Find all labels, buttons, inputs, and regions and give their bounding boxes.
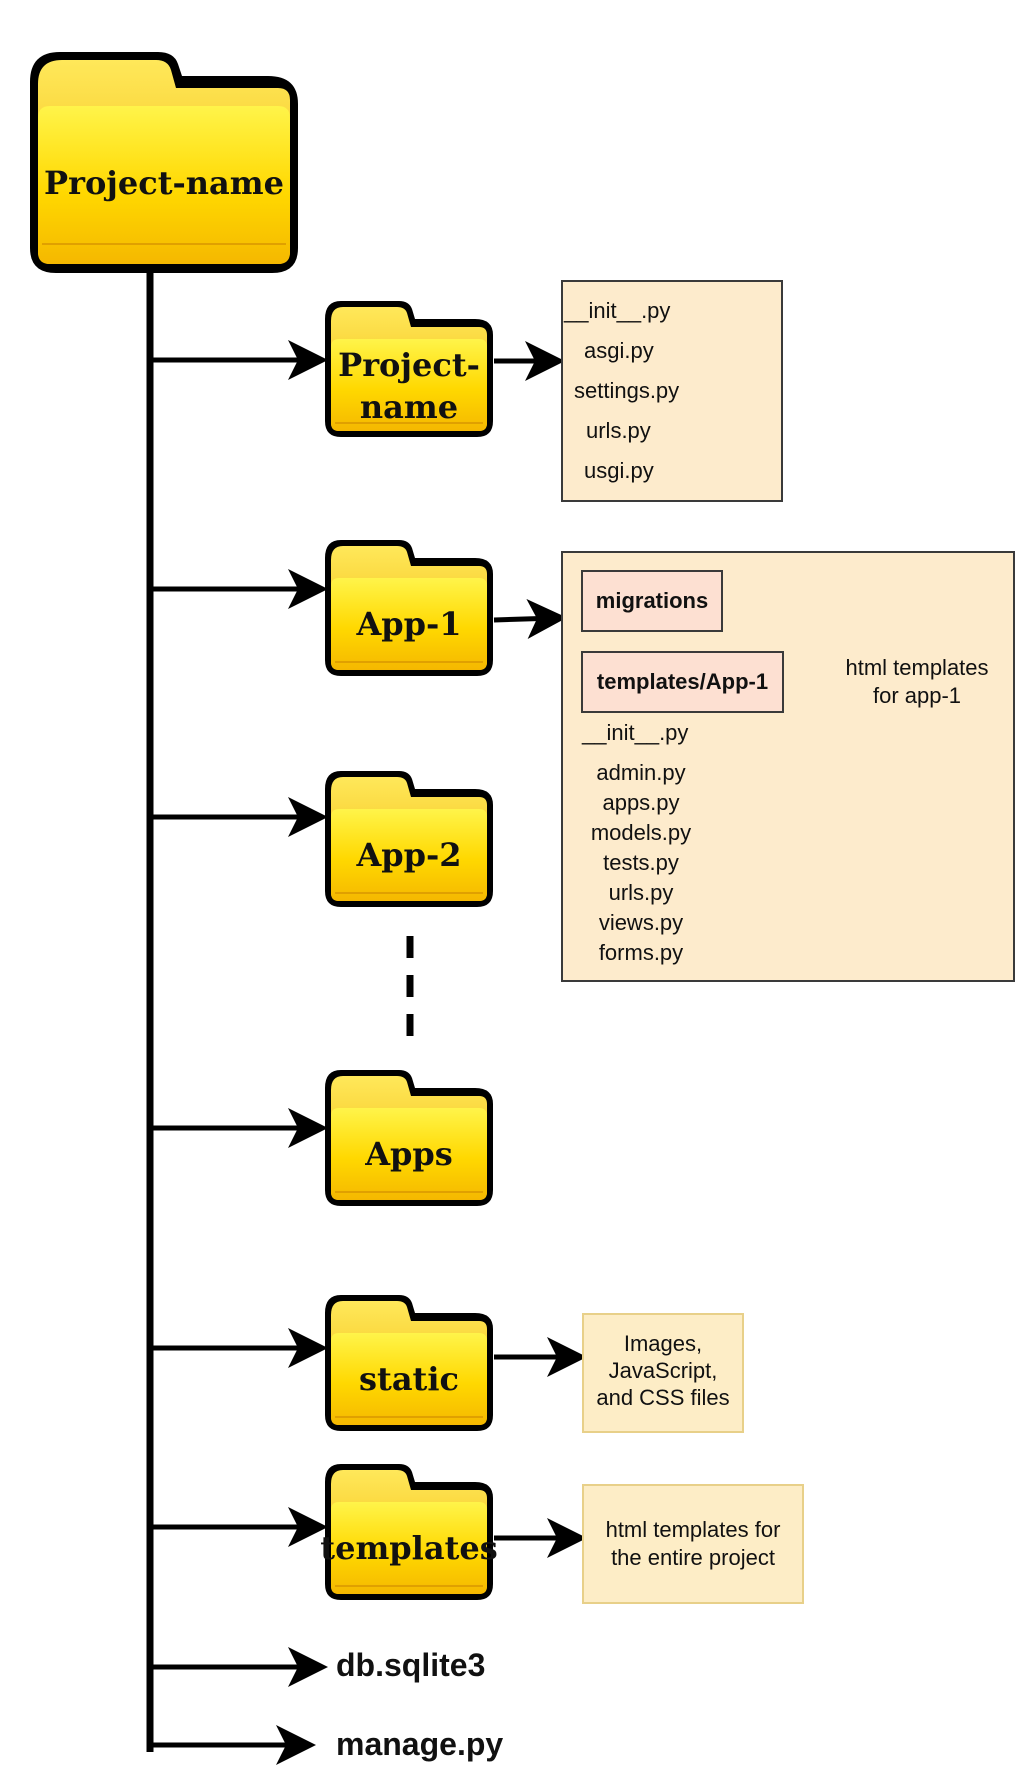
- templates-app1-note: html templates for app-1: [845, 655, 989, 708]
- app1-init-file: __init__.py: [582, 720, 689, 745]
- app1-folder-label: App-1: [356, 604, 462, 643]
- static-note-text: Images, JavaScript, and CSS files: [596, 1331, 730, 1410]
- templates-folder-label: templates: [320, 1528, 498, 1567]
- app1-file-item: views.py: [598, 910, 684, 935]
- project-file-item: asgi.py: [584, 338, 654, 363]
- app1-file-item: tests.py: [603, 850, 679, 875]
- root-folder-label: Project-name: [44, 163, 284, 202]
- app1-file-item: apps.py: [602, 790, 680, 815]
- project-file-item: settings.py: [574, 378, 680, 403]
- project-file-item: __init__.py: [564, 298, 671, 323]
- app1-file-item: models.py: [590, 820, 692, 845]
- project-file-item: urls.py: [586, 418, 651, 443]
- templates-app1-subfolder: templates/App-1: [581, 651, 784, 713]
- branch-arrows: [150, 340, 587, 1765]
- app1-file-list: admin.py apps.py models.py tests.py urls…: [566, 758, 716, 968]
- static-folder-label: static: [359, 1359, 459, 1398]
- app1-file-item: urls.py: [608, 880, 674, 905]
- folder-icon-static: [325, 1295, 493, 1431]
- app2-folder-label: App-2: [356, 835, 462, 874]
- static-note-box: [582, 1313, 744, 1433]
- migrations-subfolder: migrations: [581, 570, 723, 632]
- manage-file-label: manage.py: [336, 1726, 504, 1762]
- arrow-app1-to-box: [493, 598, 567, 639]
- folder-icon-apps: [325, 1070, 493, 1206]
- project-folder-label: Project- name: [338, 346, 480, 426]
- app1-file-item: forms.py: [598, 940, 684, 965]
- project-files-box: [561, 280, 783, 502]
- apps-folder-label: Apps: [365, 1134, 453, 1173]
- folder-icon-templates: [325, 1464, 493, 1600]
- project-file-item: usgi.py: [584, 458, 654, 483]
- templates-note-box: [582, 1484, 804, 1604]
- templates-note-text: html templates for the entire project: [605, 1517, 781, 1570]
- folder-icon-app2: [325, 771, 493, 907]
- db-file-label: db.sqlite3: [336, 1647, 486, 1683]
- folder-icon-root: [30, 52, 298, 273]
- folder-icon-project: [325, 301, 493, 437]
- folder-icon-app1: [325, 540, 493, 676]
- app1-file-item: admin.py: [596, 760, 686, 785]
